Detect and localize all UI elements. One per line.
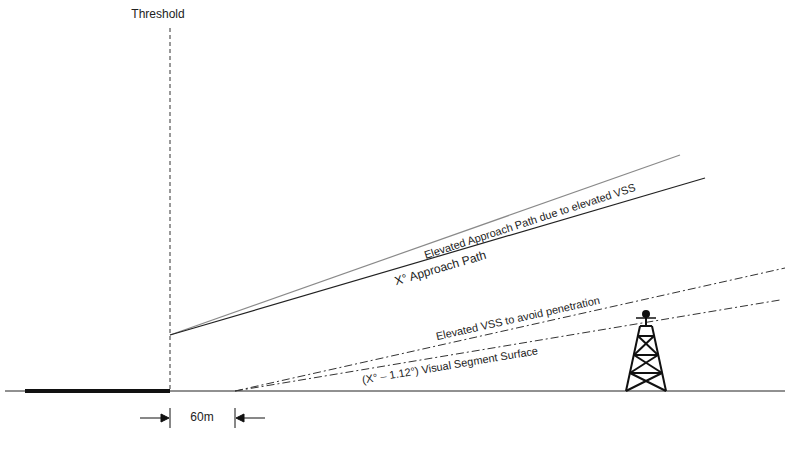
threshold-label: Threshold bbox=[131, 8, 184, 21]
runway bbox=[25, 389, 170, 393]
dimension-label: 60m bbox=[190, 411, 213, 424]
ground-line bbox=[5, 391, 785, 392]
tower-obstacle bbox=[626, 311, 666, 391]
surface-label: Elevated VSS to avoid penetration bbox=[435, 294, 601, 342]
path-label: Elevated Approach Path due to elevated V… bbox=[423, 181, 637, 261]
approach-path bbox=[170, 178, 705, 335]
elevated-approach-path bbox=[170, 155, 680, 335]
elevated-vss-line bbox=[235, 268, 785, 391]
threshold-line bbox=[170, 28, 171, 391]
dimension-60m bbox=[140, 408, 265, 428]
